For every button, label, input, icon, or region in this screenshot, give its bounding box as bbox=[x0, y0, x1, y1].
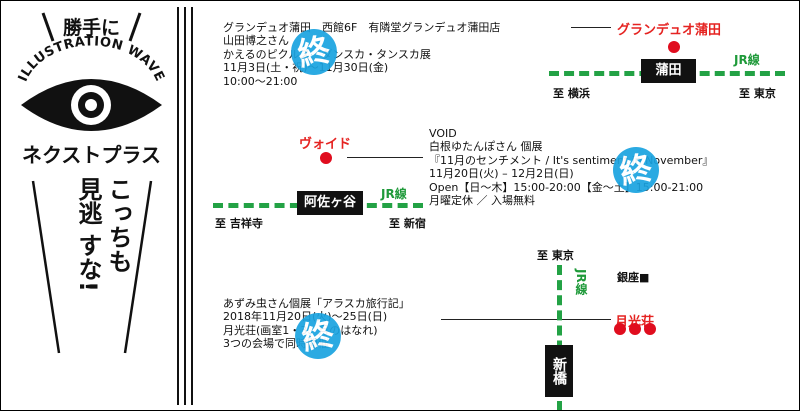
eye-icon bbox=[21, 79, 162, 131]
tagline-line-1: こっちも bbox=[104, 177, 132, 273]
tagline: こっちも 見逃 すな! bbox=[17, 175, 167, 360]
landmark-kamata: グランデュオ蒲田 bbox=[617, 23, 722, 38]
event-2-dates: 11月20日(火) – 12月2日(日) bbox=[429, 167, 574, 181]
divider-bar bbox=[184, 7, 186, 405]
tagline-line-3: すな! bbox=[74, 233, 102, 292]
landmark-dot bbox=[668, 41, 680, 53]
pointer-line bbox=[441, 319, 611, 320]
pointer-line bbox=[347, 157, 423, 158]
logo: ILLUSTRATION WAVE 勝手に ネクストプラス bbox=[9, 7, 174, 167]
event-1-venue: グランデュオ蒲田 西館6F 有隣堂グランデュオ蒲田店 bbox=[223, 21, 501, 34]
tagline-line-2: 見逃 bbox=[74, 177, 102, 225]
event-1: グランデュオ蒲田 西館6F 有隣堂グランデュオ蒲田店 山田博之さん かえるのピク… bbox=[223, 21, 500, 88]
header-title: 勝手に bbox=[62, 17, 120, 39]
direction-top: 至 東京 bbox=[537, 249, 574, 262]
event-2-title: 『11月のセンチメント / It's sentiment in November… bbox=[429, 153, 714, 167]
direction-right: 至 新宿 bbox=[389, 217, 426, 230]
event-1-artist: 山田博之さん bbox=[223, 34, 289, 48]
ginza-label: 銀座■ bbox=[617, 271, 650, 284]
event-2-artist: 白根ゆたんぽさん 個展 bbox=[429, 140, 543, 154]
landmark-dot bbox=[614, 323, 626, 335]
event-1-hours: 10:00～21:00 bbox=[223, 74, 298, 88]
event-1-dates: 11月3日(土・祝)～11月30日(金) bbox=[223, 61, 500, 74]
line-name: JR線 bbox=[381, 187, 407, 201]
landmark-dot bbox=[629, 323, 641, 335]
line-name: JR線 bbox=[734, 53, 760, 67]
landmark-void: ヴォイド bbox=[299, 137, 352, 152]
divider-bar bbox=[191, 7, 193, 405]
event-2: VOID 白根ゆたんぽさん 個展 『11月のセンチメント / It's sent… bbox=[429, 127, 713, 207]
direction-left: 至 横浜 bbox=[553, 87, 590, 100]
event-2-venue: VOID bbox=[429, 127, 457, 140]
event-2-hours: Open【日～木】15:00-20:00【金～土】15:00-21:00 bbox=[429, 180, 704, 194]
tagline-strokes bbox=[31, 180, 153, 354]
landmark-dot bbox=[320, 152, 332, 164]
svg-text:ILLUSTRATION WAVE: ILLUSTRATION WAVE bbox=[16, 34, 167, 84]
brand-name: ネクストプラス bbox=[22, 143, 161, 167]
event-3-artist: あずみ虫さん個展「アラスカ旅行記」 bbox=[223, 297, 410, 310]
event-1-title: かえるのピクルス ダンスカ・タンスカ展 bbox=[223, 47, 431, 61]
event-2-closed: 月曜定休 ／ 入場無料 bbox=[429, 194, 535, 208]
rail-track bbox=[557, 265, 567, 410]
arc-text: ILLUSTRATION WAVE bbox=[16, 34, 167, 84]
direction-left: 至 吉祥寺 bbox=[215, 217, 263, 230]
station-kamata: 蒲田 bbox=[641, 59, 696, 83]
station-shinbashi: 新橋 bbox=[545, 345, 573, 397]
line-name: JR線 bbox=[574, 269, 588, 295]
station-asagaya: 阿佐ヶ谷 bbox=[297, 191, 363, 215]
direction-right: 至 東京 bbox=[739, 87, 776, 100]
pointer-line bbox=[571, 27, 611, 28]
landmark-dot bbox=[644, 323, 656, 335]
divider-bar bbox=[177, 7, 179, 405]
logo-graphic: ILLUSTRATION WAVE bbox=[16, 12, 167, 131]
